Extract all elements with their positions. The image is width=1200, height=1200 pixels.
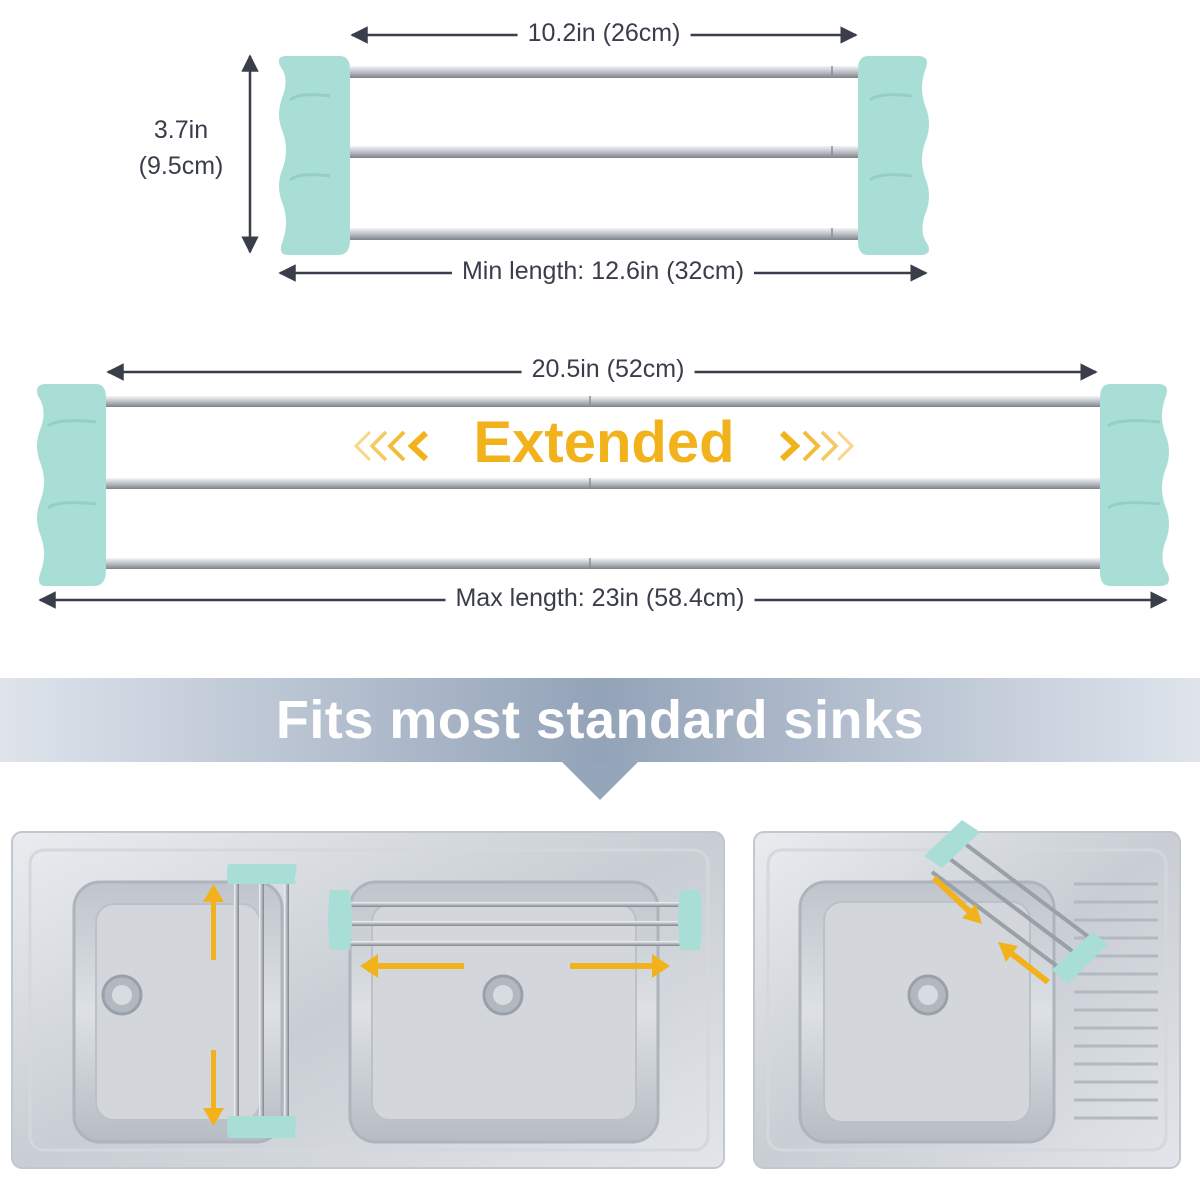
diagonal-rack <box>924 820 1108 984</box>
extended-right-end-cap <box>1100 384 1169 586</box>
double-arrow-icon <box>203 884 224 1126</box>
max-length-label: Max length: 23in (58.4cm) <box>445 584 755 613</box>
extended-left-end-cap <box>37 384 106 586</box>
height-centimeters: (9.5cm) <box>138 152 224 180</box>
drainboard-ribs <box>1074 882 1158 1120</box>
double-arrow-icon <box>931 875 1050 985</box>
extended-label: Extended <box>459 410 749 476</box>
double-arrow-icon <box>360 954 670 978</box>
banner-pointer <box>562 762 638 800</box>
rod-width-label: 10.2in (26cm) <box>517 19 691 48</box>
banner-background <box>0 678 1200 762</box>
chevrons-left-icon <box>353 430 429 462</box>
top-rack-rods <box>340 66 865 240</box>
extended-rack-rods <box>100 396 1105 569</box>
chevrons-right-icon <box>779 430 855 462</box>
drain-icon <box>101 974 143 1016</box>
top-rack-diagram <box>241 26 929 282</box>
double-sink-illustration <box>11 831 725 1169</box>
extended-rod-width-label: 20.5in (52cm) <box>521 355 695 384</box>
left-end-cap <box>278 56 350 255</box>
height-inches: 3.7in <box>153 116 209 144</box>
horizontal-rack <box>328 890 702 950</box>
single-sink-illustration <box>753 820 1181 1169</box>
min-length-label: Min length: 12.6in (32cm) <box>451 257 755 286</box>
vertical-rack <box>227 864 297 1138</box>
extended-rack-diagram <box>37 363 1169 609</box>
banner-title: Fits most standard sinks <box>275 690 925 750</box>
drain-icon <box>482 974 524 1016</box>
height-label: 3.7in (9.5cm) <box>126 112 236 184</box>
drain-icon <box>907 974 949 1016</box>
right-end-cap <box>858 56 929 255</box>
